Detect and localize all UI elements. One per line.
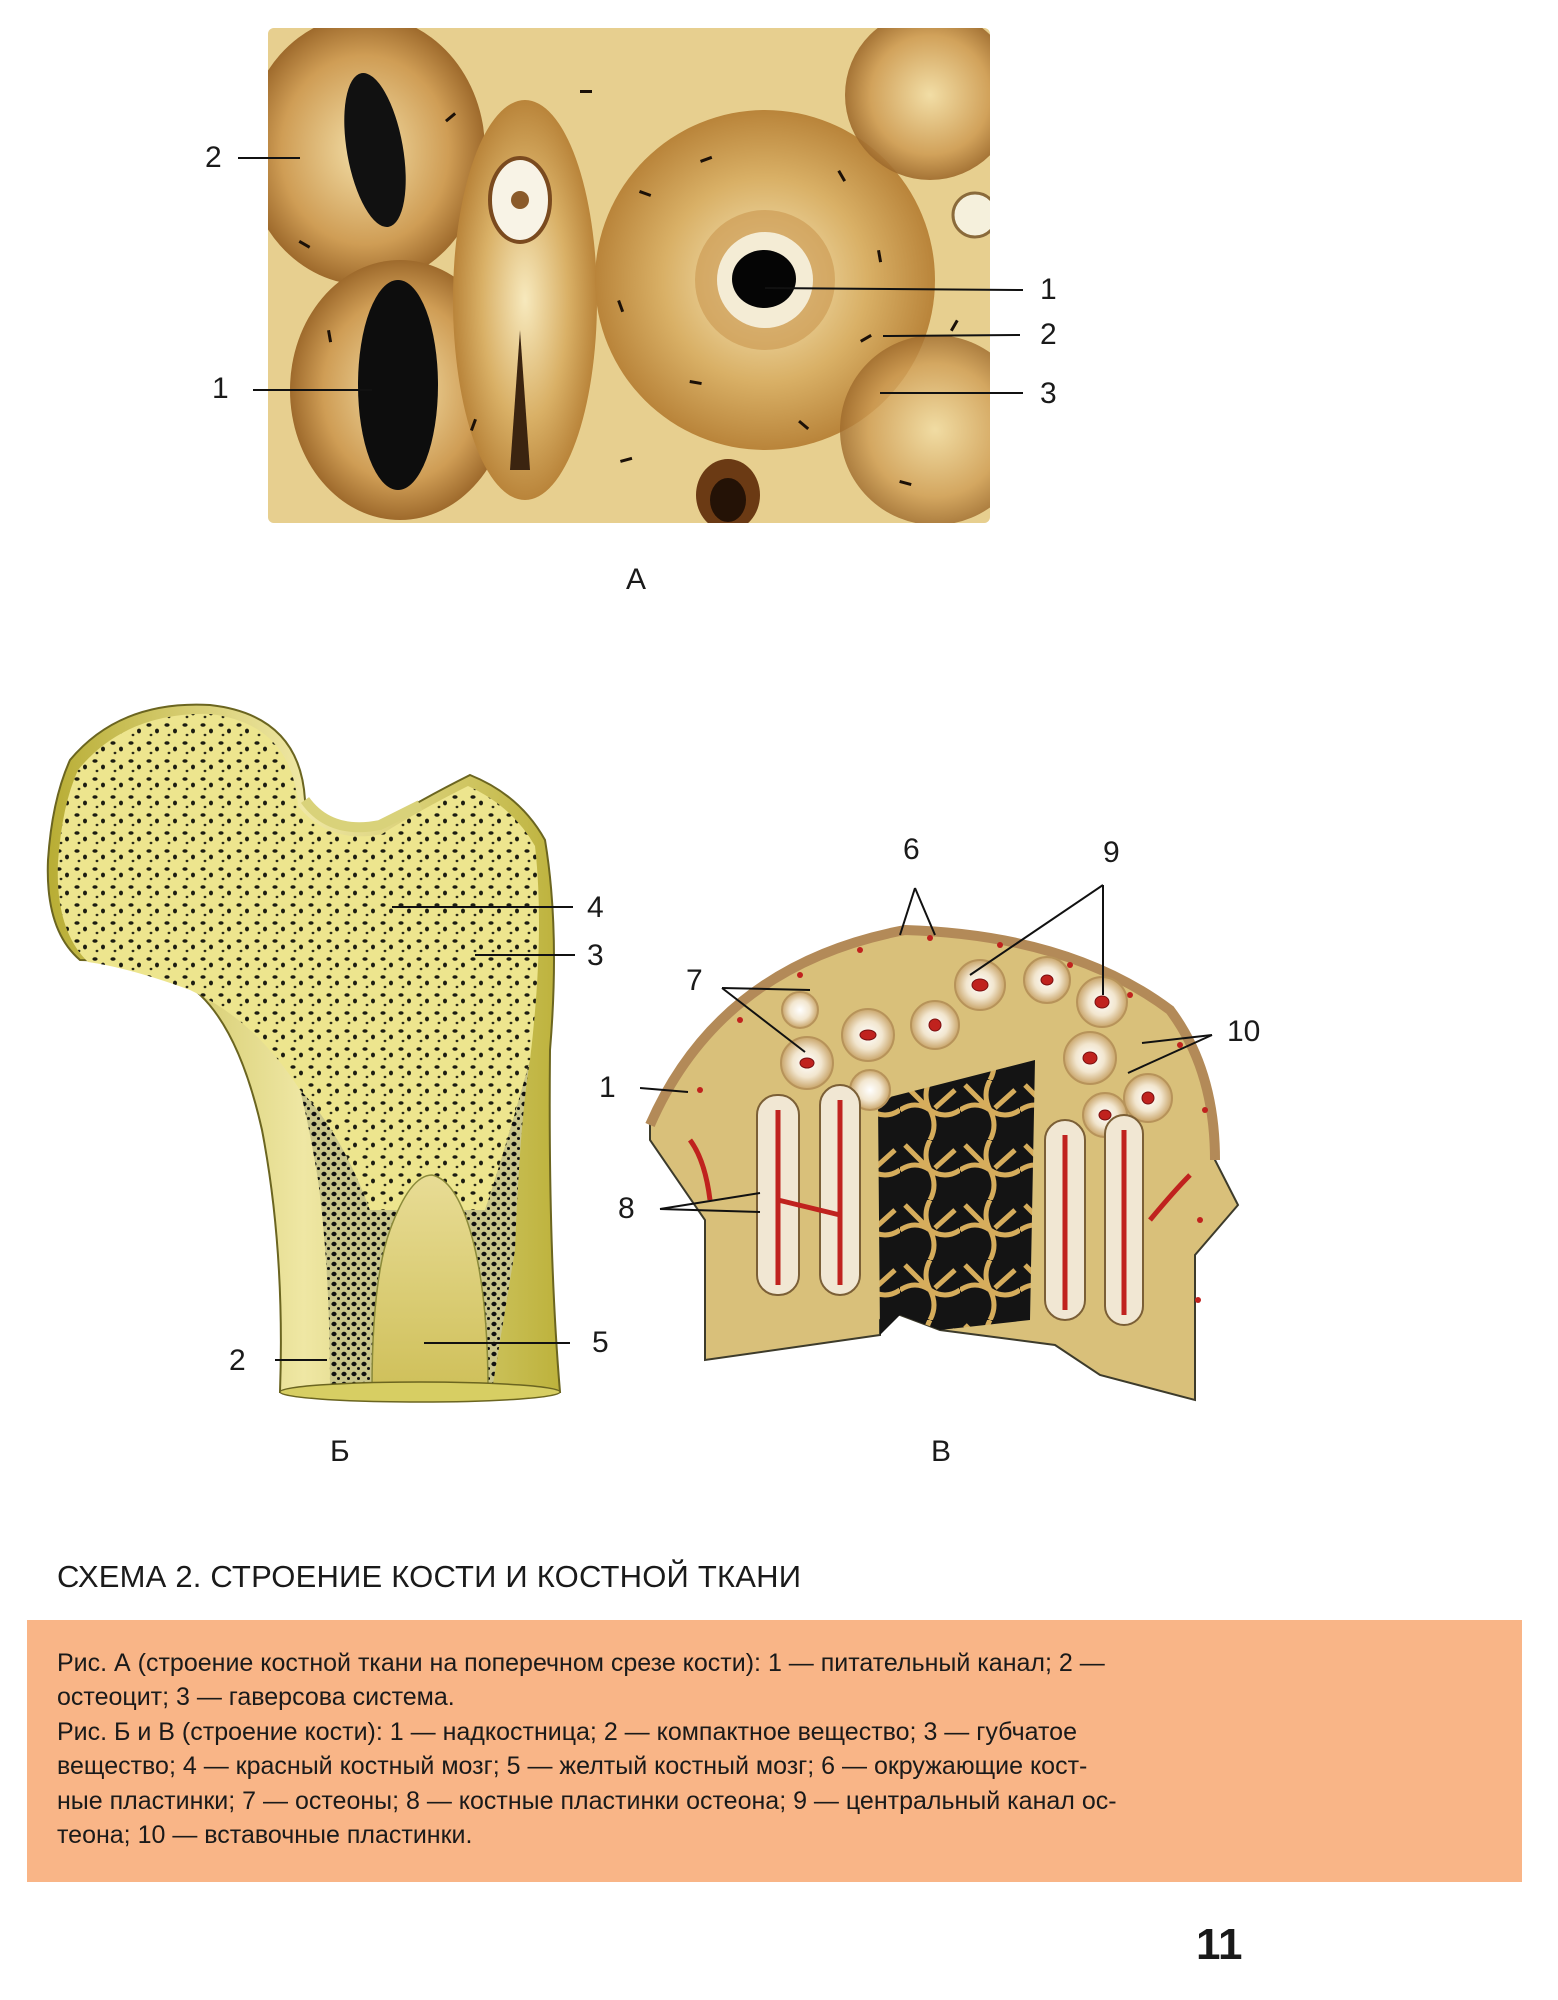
label-v-1: 1 (599, 1071, 616, 1104)
label-b-3: 3 (587, 939, 604, 972)
label-v-6: 6 (903, 833, 920, 866)
caption-line: Рис. Б и В (строение кости): 1 — надкост… (57, 1718, 1077, 1746)
caption-line: остеоцит; 3 — гаверсова система. (57, 1683, 455, 1711)
figure-b-leader-lines (275, 906, 575, 1361)
panel-letter-b: Б (330, 1435, 350, 1468)
label-v-10: 10 (1227, 1015, 1261, 1048)
label-b-2: 2 (229, 1344, 246, 1377)
figure-a-leader-lines (238, 157, 1024, 394)
label-a-2-right: 2 (1040, 318, 1057, 351)
figure-v-bone-block (645, 924, 1240, 1402)
figure-b-femur-section (46, 703, 562, 1403)
label-v-9: 9 (1103, 836, 1120, 869)
panel-letter-a: А (626, 563, 647, 596)
label-v-7: 7 (686, 964, 703, 997)
figure-a-bone-tissue (268, 28, 990, 523)
label-a-1-left: 1 (212, 372, 229, 405)
page-number: 11 (1196, 1920, 1243, 1969)
caption-box: Рис. А (строение костной ткани на попере… (27, 1620, 1522, 1882)
label-b-5: 5 (592, 1326, 609, 1359)
figure-v-leader-lines (640, 884, 1213, 1093)
figure-v-leader-lines-8 (659, 1192, 761, 1213)
label-a-2-left: 2 (205, 141, 222, 174)
label-a-3-right: 3 (1040, 377, 1057, 410)
panel-letter-v: В (931, 1435, 952, 1468)
caption-line: ные пластинки; 7 — остеоны; 8 — костные … (57, 1787, 1117, 1815)
caption-line: Рис. А (строение костной ткани на попере… (57, 1649, 1105, 1677)
caption-line: вещество; 4 — красный костный мозг; 5 — … (57, 1752, 1088, 1780)
schema-title: СХЕМА 2. СТРОЕНИЕ КОСТИ И КОСТНОЙ ТКАНИ (57, 1559, 802, 1594)
label-a-1-right: 1 (1040, 273, 1057, 306)
label-v-8: 8 (618, 1192, 635, 1225)
label-b-4: 4 (587, 891, 604, 924)
caption-line: теона; 10 — вставочные пластинки. (57, 1821, 473, 1849)
